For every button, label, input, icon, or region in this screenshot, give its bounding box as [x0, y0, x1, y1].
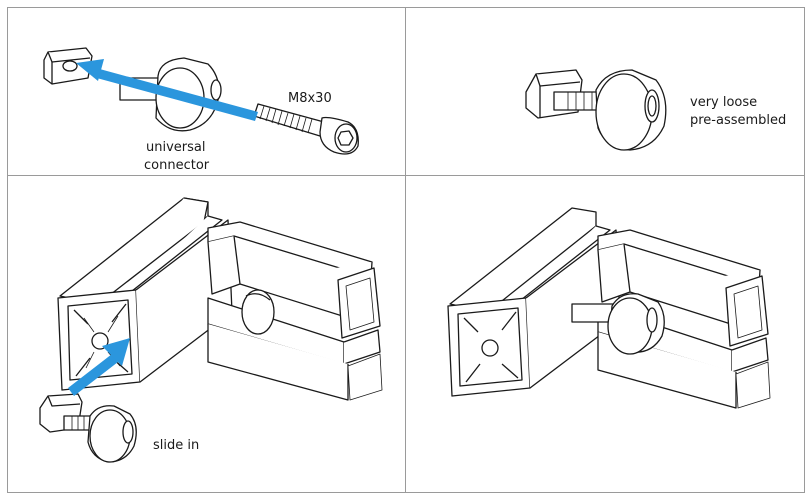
aluminum-profile-long: [57, 197, 233, 391]
pre-assembled-drawing: [525, 69, 667, 151]
label-screw-size: M8x30: [288, 91, 332, 106]
panel-exploded-parts: universal connector M8x30: [7, 7, 407, 177]
aluminum-profile-horizontal: [597, 229, 771, 409]
label-universal-connector-line1: universal: [146, 140, 206, 155]
assembly-direction-arrow: [76, 59, 258, 121]
label-pre-assembled: pre-assembled: [690, 113, 787, 128]
exploded-parts-drawing: [43, 47, 359, 155]
panel-pre-assembled: very loose pre-assembled: [405, 7, 805, 177]
label-slide-in: slide in: [153, 438, 200, 453]
assembled-drawing: [447, 207, 771, 409]
label-universal-connector-line2: connector: [144, 158, 210, 173]
installed-universal-connector: [571, 293, 665, 355]
arrow-shaft: [68, 354, 118, 396]
label-very-loose: very loose: [690, 95, 758, 110]
arrow-shaft: [93, 68, 258, 121]
slide-in-drawing: [39, 197, 383, 463]
universal-connector-to-insert: [39, 393, 137, 463]
m8x30-screw-part: [253, 103, 359, 155]
slide-in-arrow: [68, 338, 130, 396]
aluminum-profile-long: [447, 207, 621, 397]
installed-connector-view: [241, 289, 275, 335]
universal-connector-part: [595, 69, 667, 151]
arrow-head: [76, 59, 104, 81]
arrow-head: [102, 338, 130, 366]
aluminum-profile-horizontal: [207, 221, 383, 401]
panel-slide-in: slide in: [7, 175, 407, 493]
panel-assembled: [405, 175, 805, 493]
